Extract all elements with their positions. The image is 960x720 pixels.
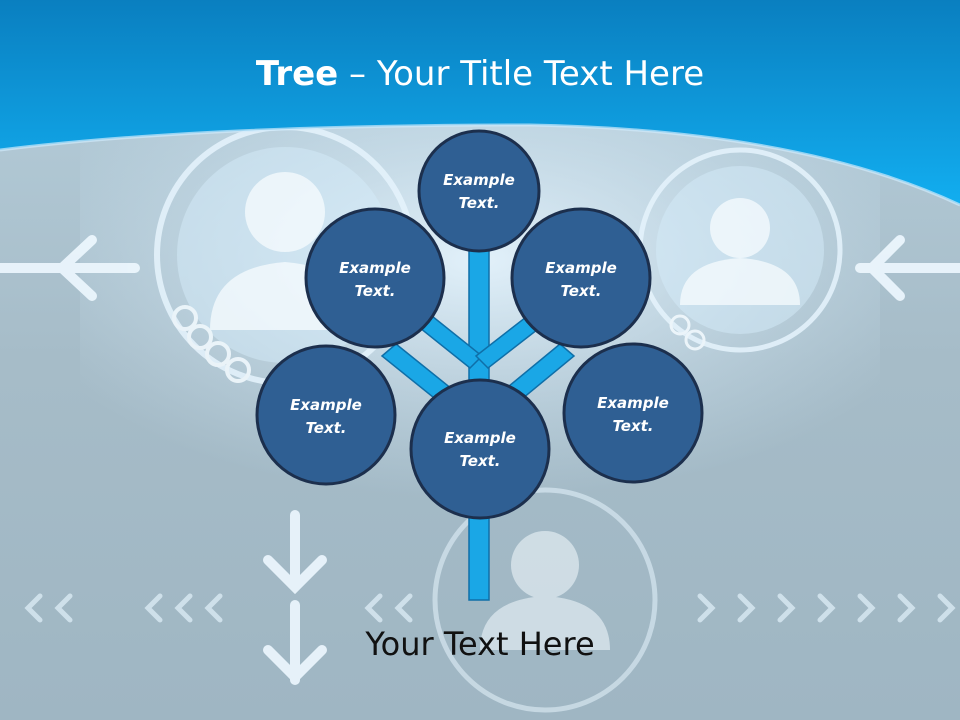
- node-upper-right-line2: Text.: [560, 282, 601, 300]
- node-center-line2: Text.: [459, 452, 500, 470]
- node-lower-right-line2: Text.: [612, 417, 653, 435]
- person-icon-bottom: [432, 487, 658, 713]
- node-center: Example Text.: [409, 378, 551, 520]
- slide-title-rest: – Your Title Text Here: [349, 54, 705, 94]
- arrow-right-side-icon: [855, 235, 960, 301]
- node-lower-left-line1: Example: [290, 396, 362, 414]
- node-top-line2: Text.: [458, 194, 499, 212]
- node-lower-left: Example Text.: [255, 344, 397, 486]
- node-lower-right: Example Text.: [562, 342, 704, 484]
- node-upper-left: Example Text.: [304, 207, 446, 349]
- slide-title: Tree – Your Title Text Here: [0, 52, 960, 96]
- slide-title-bold: Tree: [255, 54, 339, 94]
- node-upper-left-line1: Example: [339, 259, 411, 277]
- node-upper-right: Example Text.: [510, 207, 652, 349]
- node-upper-left-line2: Text.: [354, 282, 395, 300]
- arrow-left-icon: [0, 235, 140, 301]
- person-icon-right: [637, 147, 843, 353]
- node-top-line1: Example: [443, 171, 515, 189]
- header-arc-highlight: [0, 123, 960, 207]
- footer-text: Your Text Here: [365, 625, 595, 663]
- arrow-down-icon: [263, 510, 327, 685]
- node-center-line1: Example: [444, 429, 516, 447]
- node-top: Example Text.: [417, 129, 541, 253]
- node-upper-right-line1: Example: [545, 259, 617, 277]
- node-lower-left-line2: Text.: [305, 419, 346, 437]
- arrow-chain-bottom: [24, 593, 956, 623]
- header-band: [0, 0, 960, 205]
- node-lower-right-line1: Example: [597, 394, 669, 412]
